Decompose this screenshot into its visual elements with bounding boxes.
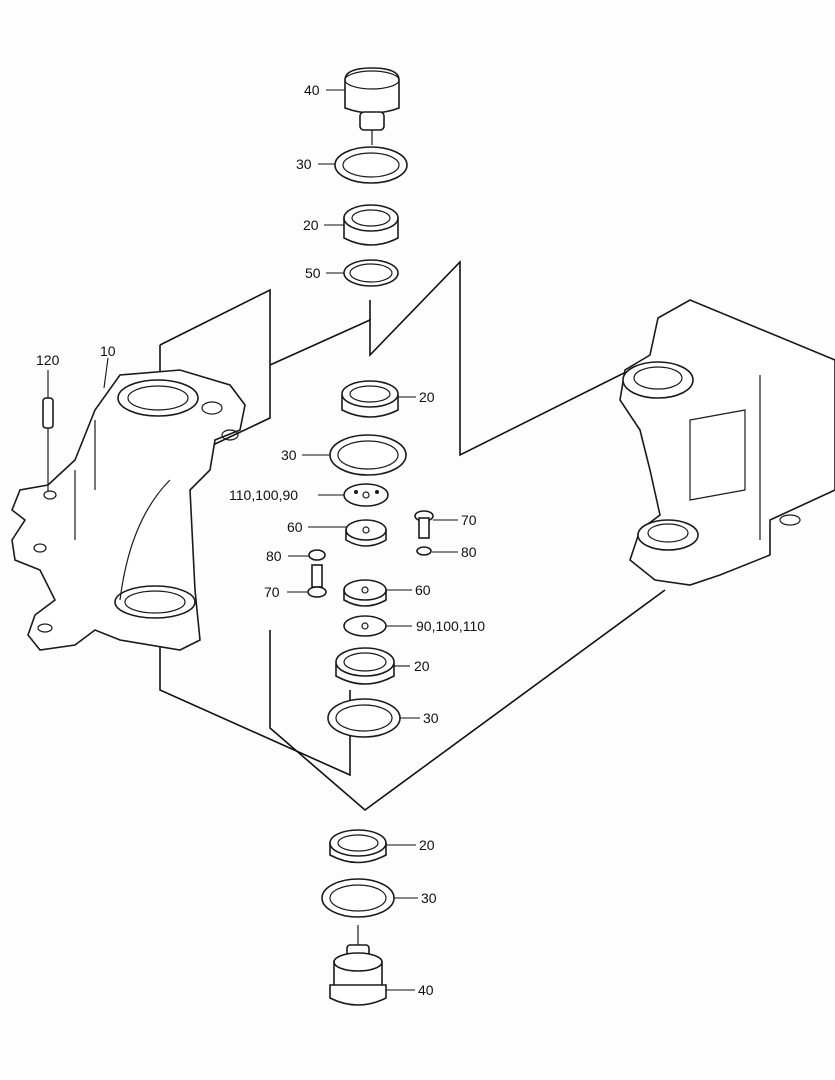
callout-70-right: 70 — [461, 512, 477, 528]
callout-20-mid: 20 — [414, 658, 430, 674]
seal-ring-part-30-top — [334, 146, 408, 184]
assembly-guide-lines — [159, 260, 666, 812]
callout-20-bottom: 20 — [419, 837, 435, 853]
cap-part-40-top — [344, 67, 400, 145]
steering-knuckle-part-10 — [11, 369, 246, 651]
callout-80-left: 80 — [266, 548, 282, 564]
cap-part-40-bottom — [329, 925, 387, 1006]
callout-labels: 40 30 20 50 120 10 20 30 110,100,90 60 7… — [36, 82, 485, 998]
callout-40-top: 40 — [304, 82, 320, 98]
callout-90-100-110: 90,100,110 — [416, 618, 485, 634]
bearing-part-20-mid — [335, 647, 395, 685]
callout-110-100-90: 110,100,90 — [229, 487, 298, 503]
axle-housing — [619, 299, 835, 586]
shim-part-50 — [343, 259, 399, 287]
seal-ring-part-30-upper — [329, 434, 407, 476]
callout-80-right: 80 — [461, 544, 477, 560]
bolt-part-70-left — [307, 564, 327, 598]
callout-10: 10 — [100, 343, 116, 359]
callout-30-mid: 30 — [423, 710, 439, 726]
bearing-part-20-upper — [341, 380, 399, 418]
plate-part-60-upper — [345, 519, 387, 547]
callout-20-upper: 20 — [419, 389, 435, 405]
callout-20-top: 20 — [303, 217, 319, 233]
bolt-part-70-right — [414, 510, 434, 539]
callout-30-bottom: 30 — [421, 890, 437, 906]
callout-30-upper: 30 — [281, 447, 297, 463]
pin-120-shape — [42, 397, 54, 429]
callout-120: 120 — [36, 352, 60, 368]
washer-part-90-lower — [343, 615, 387, 637]
washer-part-90-upper — [343, 483, 389, 507]
bearing-part-20-top — [343, 204, 399, 246]
washer-part-80-right — [416, 546, 432, 556]
callout-60-left: 60 — [287, 519, 303, 535]
washer-part-80-left — [308, 549, 326, 561]
callout-40-bottom: 40 — [418, 982, 434, 998]
callout-50: 50 — [305, 265, 321, 281]
callout-30-top: 30 — [296, 156, 312, 172]
seal-ring-part-30-mid — [327, 698, 401, 738]
callout-70-left: 70 — [264, 584, 280, 600]
bearing-part-20-bottom — [329, 829, 387, 864]
callout-leader-lines — [47, 89, 458, 991]
callout-60-right: 60 — [415, 582, 431, 598]
seal-ring-part-30-bottom — [321, 878, 395, 918]
plate-part-60-lower — [343, 579, 387, 607]
